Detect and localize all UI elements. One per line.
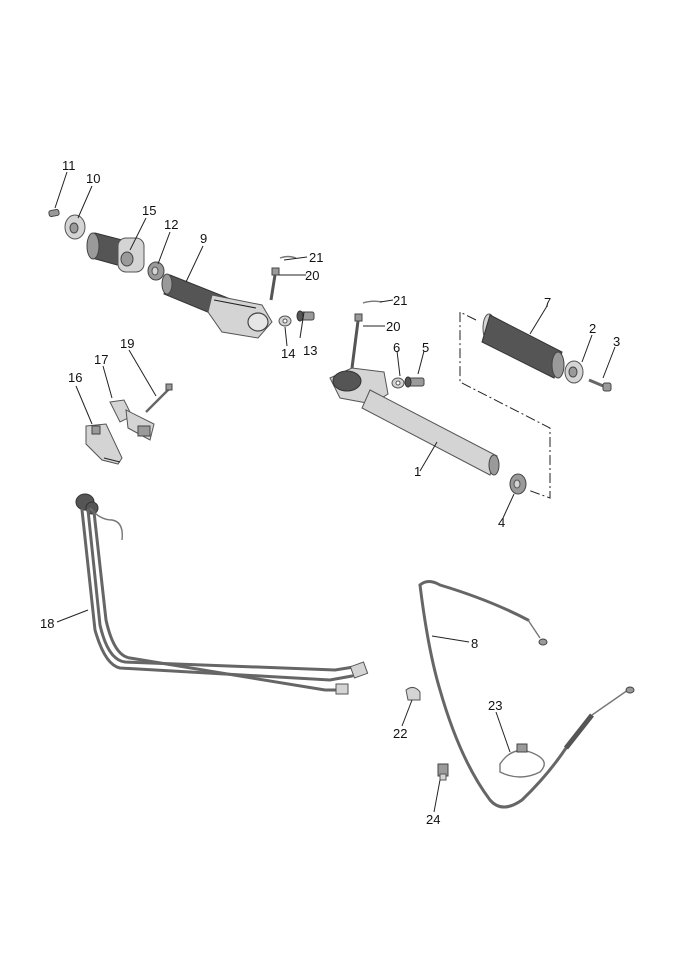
label-part-23: 23 — [488, 698, 502, 713]
label-part-20-right: 20 — [386, 319, 400, 334]
part-3-screw — [588, 378, 612, 392]
label-part-21-right: 21 — [393, 293, 407, 308]
part-10-bar-end-weight — [64, 214, 86, 240]
part-17-clamp — [109, 399, 155, 441]
label-part-15: 15 — [142, 203, 156, 218]
part-2-bar-end-weight — [564, 360, 584, 384]
label-part-16: 16 — [68, 370, 82, 385]
leader-lines — [54, 171, 616, 813]
label-part-10: 10 — [86, 171, 100, 186]
label-part-8: 8 — [471, 636, 478, 651]
part-20-bolt-left — [269, 267, 280, 301]
label-part-12: 12 — [164, 217, 178, 232]
part-1-right-handlebar — [329, 367, 500, 476]
label-part-3: 3 — [613, 334, 620, 349]
part-19-screw — [145, 383, 173, 413]
label-part-14: 14 — [281, 346, 295, 361]
part-labels: 11 10 15 12 9 21 20 13 14 21 20 6 5 7 2 … — [40, 158, 620, 827]
label-part-6: 6 — [393, 340, 400, 355]
label-part-17: 17 — [94, 352, 108, 367]
part-23-cable-tie — [499, 743, 545, 778]
part-18-wiring-harness — [75, 493, 369, 695]
assembly-dash-line — [459, 311, 551, 499]
part-14-washer — [278, 315, 292, 327]
part-5-bolt — [404, 376, 425, 388]
part-11-bar-end-screw — [48, 208, 60, 218]
part-6-washer — [391, 377, 405, 389]
label-part-19: 19 — [120, 336, 134, 351]
label-part-5: 5 — [422, 340, 429, 355]
part-24-clip — [437, 763, 449, 781]
part-12-spacer — [147, 261, 165, 281]
label-part-4: 4 — [498, 515, 505, 530]
label-part-7: 7 — [544, 295, 551, 310]
part-8-throttle-cable — [418, 580, 635, 809]
part-16-bracket — [85, 423, 123, 465]
part-20-bolt-right — [350, 313, 363, 369]
label-part-18: 18 — [40, 616, 54, 631]
part-13-bolt — [296, 310, 315, 322]
label-part-9: 9 — [200, 231, 207, 246]
label-part-13: 13 — [303, 343, 317, 358]
part-21-pin-right — [362, 300, 383, 304]
label-part-24: 24 — [426, 812, 440, 827]
part-15-grip — [86, 232, 145, 273]
part-22-clip — [405, 686, 421, 701]
part-7-throttle-grip — [481, 313, 565, 379]
part-21-pin-left — [279, 255, 297, 259]
label-part-2: 2 — [589, 321, 596, 336]
label-part-22: 22 — [393, 726, 407, 741]
label-part-11: 11 — [62, 158, 76, 173]
part-4-spacer — [509, 473, 527, 495]
label-part-20-left: 20 — [305, 268, 319, 283]
label-part-21-left: 21 — [309, 250, 323, 265]
part-9-left-handlebar — [161, 273, 273, 339]
label-part-1: 1 — [414, 464, 421, 479]
